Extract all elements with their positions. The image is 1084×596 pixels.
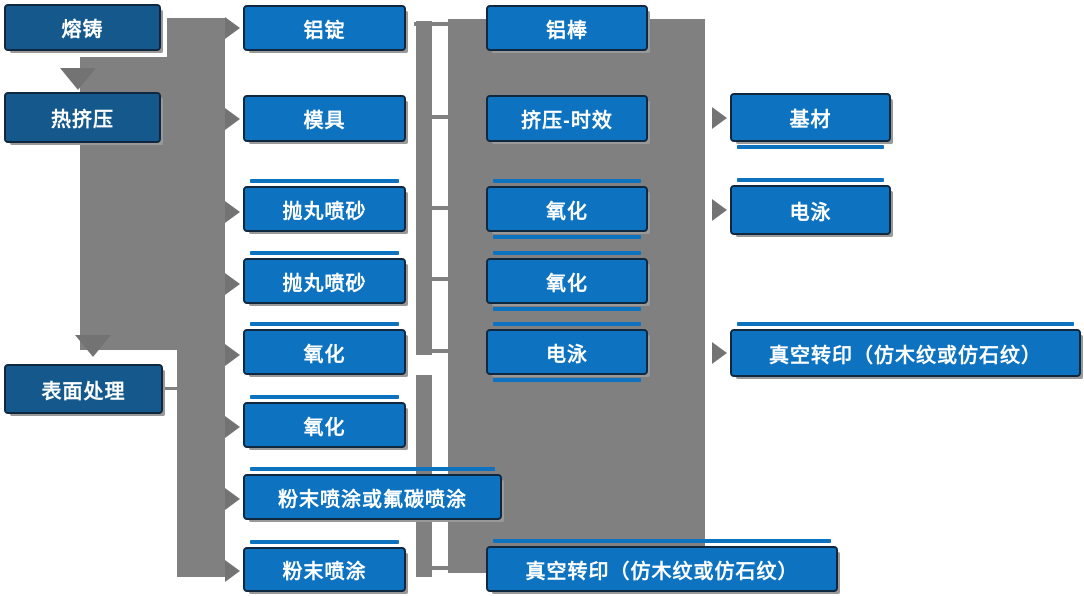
arrow-right-icon — [225, 273, 240, 295]
arrow-right-icon — [225, 344, 240, 366]
stacked-accent-line — [737, 178, 884, 182]
flow-node-label: 氧化 — [546, 272, 588, 295]
connector-band — [167, 18, 225, 63]
flow-node-zhenkong-bottom: 真空转印（仿木纹或仿石纹） — [486, 539, 838, 592]
arrow-right-icon — [225, 416, 240, 438]
flow-node-label: 氧化 — [303, 343, 346, 366]
arrow-right-icon — [225, 108, 240, 130]
connector-band — [177, 348, 225, 577]
flow-node-label: 铝锭 — [303, 19, 346, 42]
stacked-accent-line — [493, 307, 641, 311]
arrow-down-icon — [60, 68, 96, 90]
flow-node-label: 粉末喷涂或氟碳喷涂 — [278, 488, 467, 511]
connector-band — [414, 22, 452, 26]
stacked-accent-line — [250, 251, 399, 255]
stacked-accent-line — [493, 539, 831, 543]
arrow-right-icon — [225, 560, 240, 582]
flow-node-label: 粉末喷涂 — [282, 561, 367, 583]
flow-node-label: 抛丸喷砂 — [282, 272, 367, 295]
flow-node-rejiya: 热挤压 — [4, 92, 161, 143]
flow-node-label: 氧化 — [546, 200, 588, 223]
stacked-accent-line — [493, 378, 641, 382]
connector-band — [429, 206, 451, 210]
flow-node-label: 抛丸喷砂 — [282, 200, 367, 223]
flow-node-moju: 模具 — [243, 95, 406, 142]
connector-band — [429, 115, 451, 119]
flow-node-zhenkong-right: 真空转印（仿木纹或仿石纹） — [730, 322, 1081, 377]
flow-node-label: 真空转印（仿木纹或仿石纹） — [769, 344, 1042, 367]
flow-node-label: 模具 — [303, 110, 346, 132]
flow-node-fenmo-2: 粉末喷涂 — [243, 540, 406, 592]
flow-node-label: 挤压-时效 — [521, 110, 613, 132]
connector-band — [429, 566, 451, 570]
connector-band — [163, 387, 179, 390]
flow-node-lvbang: 铝棒 — [486, 5, 648, 51]
stacked-accent-line — [493, 322, 641, 326]
flow-node-dianyong-2: 电泳 — [730, 178, 891, 235]
stacked-accent-line — [493, 251, 641, 255]
arrow-right-icon — [225, 17, 240, 39]
arrow-right-icon — [712, 107, 727, 129]
flow-node-biaomian: 表面处理 — [4, 364, 163, 414]
stacked-accent-line — [493, 235, 641, 239]
arrow-right-icon — [712, 342, 727, 364]
flow-node-yanghua-3: 氧化 — [486, 179, 648, 239]
connector-band — [429, 349, 451, 353]
flow-node-dianyong-1: 电泳 — [486, 322, 648, 382]
flow-node-label: 表面处理 — [41, 380, 126, 403]
arrow-down-icon — [75, 335, 111, 357]
connector-band — [429, 277, 451, 281]
flow-node-label: 真空转印（仿木纹或仿石纹） — [525, 560, 799, 583]
flow-node-jicai: 基材 — [730, 93, 891, 149]
stacked-accent-line — [737, 145, 884, 149]
flow-node-paowan-1: 抛丸喷砂 — [243, 179, 406, 232]
flow-node-lvding: 铝锭 — [243, 5, 406, 51]
stacked-accent-line — [493, 179, 641, 183]
flow-node-yanghua-1: 氧化 — [243, 322, 406, 375]
stacked-accent-line — [250, 467, 495, 471]
flow-node-jiya: 挤压-时效 — [486, 95, 648, 142]
arrow-right-icon — [712, 199, 727, 221]
stacked-accent-line — [250, 540, 399, 544]
flow-node-label: 热挤压 — [51, 109, 114, 131]
flow-node-paowan-2: 抛丸喷砂 — [243, 251, 406, 304]
arrow-right-icon — [225, 488, 240, 510]
connector-band — [416, 21, 432, 355]
flow-node-label: 氧化 — [303, 416, 346, 439]
stacked-accent-line — [250, 395, 399, 399]
flow-node-label: 电泳 — [546, 343, 588, 366]
flow-node-yanghua-4: 氧化 — [486, 251, 648, 311]
stacked-accent-line — [250, 179, 399, 183]
flow-node-yanghua-2: 氧化 — [243, 395, 406, 448]
flow-node-label: 基材 — [789, 109, 832, 131]
flow-node-label: 铝棒 — [546, 19, 588, 42]
stacked-accent-line — [737, 322, 1074, 326]
flow-node-rongzhu: 熔铸 — [4, 4, 161, 51]
flow-node-label: 熔铸 — [61, 19, 104, 41]
arrow-right-icon — [225, 201, 240, 223]
flow-node-fenmo-1: 粉末喷涂或氟碳喷涂 — [243, 467, 502, 520]
stacked-accent-line — [250, 322, 399, 326]
flow-node-label: 电泳 — [789, 201, 832, 224]
